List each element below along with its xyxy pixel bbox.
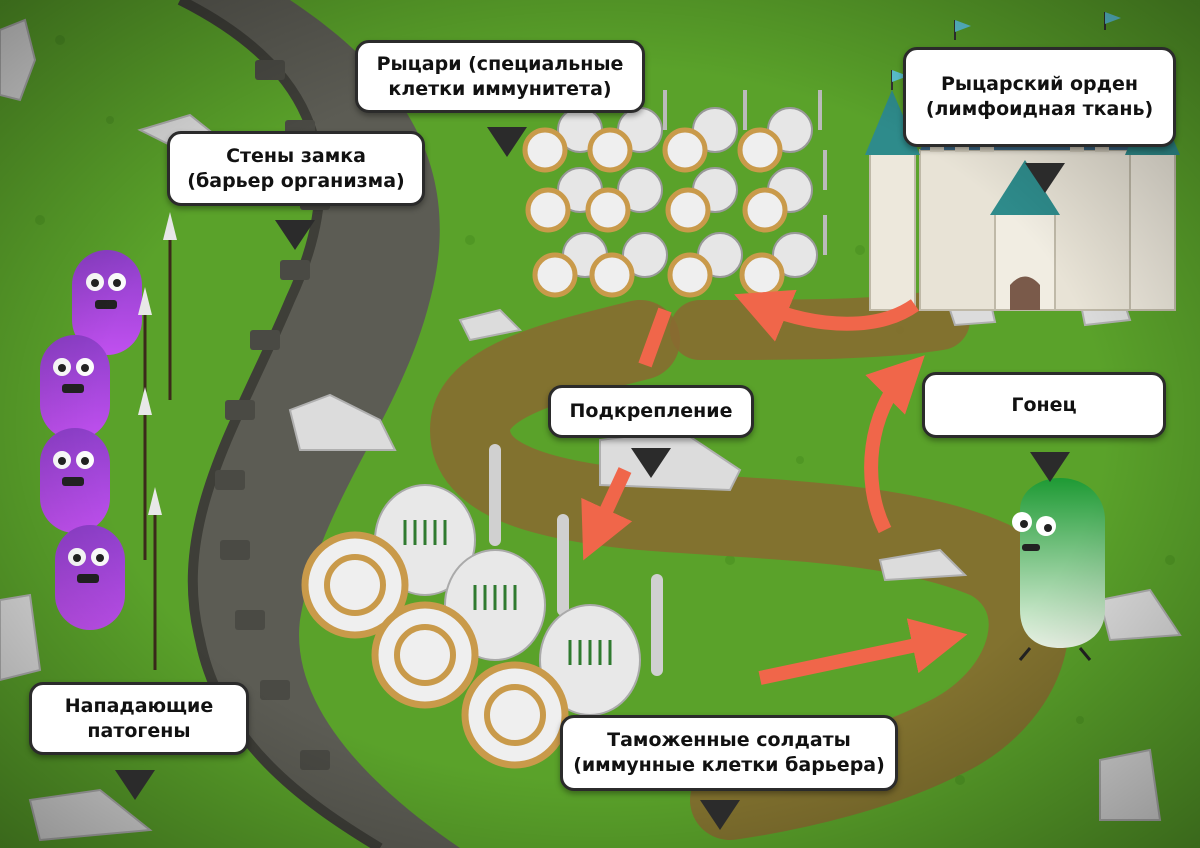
messenger-label-pointer: [1030, 452, 1070, 482]
pathogens-label: Нападающие патогены: [29, 682, 249, 755]
messenger-label: Гонец: [922, 372, 1166, 438]
reinforcement-label: Подкрепление: [548, 385, 754, 438]
knights-label: Рыцари (специальные клетки иммунитета): [355, 40, 645, 113]
walls-label: Стены замка (барьер организма): [167, 131, 425, 206]
order-label-line1: Рыцарский орден: [940, 73, 1139, 96]
reinforcement-label-pointer: [631, 448, 671, 478]
order-label: Рыцарский орден (лимфоидная ткань): [903, 47, 1176, 147]
pathogens-label-pointer: [115, 770, 155, 800]
customs-label-pointer: [700, 800, 740, 830]
knights-label-pointer: [487, 127, 527, 157]
walls-label-line1: Стены замка: [226, 144, 366, 167]
pathogens-label-line2: патогены: [87, 719, 191, 742]
customs-label: Таможенные солдаты (иммунные клетки барь…: [560, 715, 898, 791]
knights-label-line1: Рыцари (специальные: [376, 52, 624, 75]
walls-label-pointer: [275, 220, 315, 250]
knights-label-line2: клетки иммунитета): [388, 77, 612, 100]
walls-label-line2: (барьер организма): [187, 169, 405, 192]
order-label-line2: (лимфоидная ткань): [925, 98, 1154, 120]
order-label-pointer: [1025, 163, 1065, 193]
pathogens-label-line1: Нападающие: [64, 694, 214, 717]
reinforcement-label-text: Подкрепление: [569, 400, 733, 423]
customs-label-line2: (иммунные клетки барьера): [573, 754, 885, 776]
messenger-label-text: Гонец: [1011, 393, 1077, 416]
customs-label-line1: Таможенные солдаты: [607, 729, 851, 752]
